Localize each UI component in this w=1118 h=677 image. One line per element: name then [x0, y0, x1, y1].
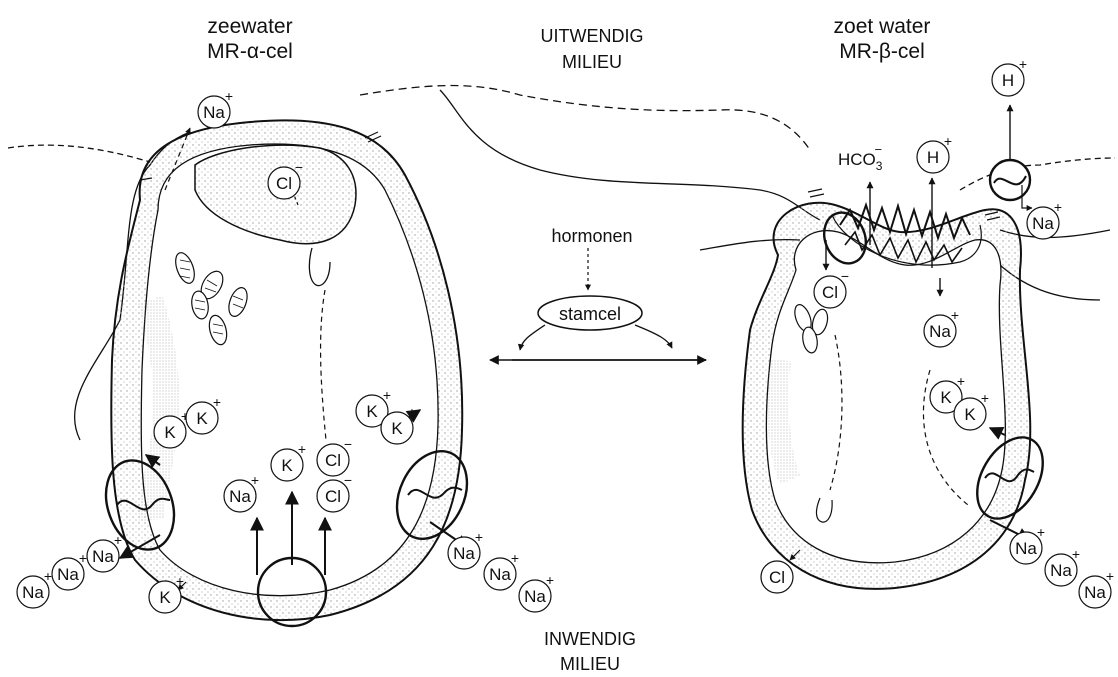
ion-symbol: K [366, 402, 378, 421]
ion-symbol: Na [203, 103, 225, 122]
ion-charge: + [408, 404, 416, 420]
right-title-line2: MR-β-cel [839, 40, 925, 63]
ion-symbol: H [927, 148, 939, 167]
ion-charge: + [1019, 56, 1027, 72]
ion-charge: + [475, 529, 483, 545]
ion-symbol: Na [1015, 539, 1037, 558]
ion-symbol: Cl [276, 174, 292, 193]
ion-symbol: Na [453, 544, 475, 563]
ion-charge: + [546, 572, 554, 588]
ion-symbol: H [1002, 71, 1014, 90]
ion-charge: + [1054, 199, 1062, 215]
hormones-label: hormonen [551, 226, 632, 246]
ion-symbol: K [281, 456, 293, 475]
h-ion-marker: H+ [992, 56, 1027, 96]
ion-symbol: Na [22, 583, 44, 602]
stem-cell-label: stamcel [559, 304, 621, 324]
ion-symbol: K [391, 419, 403, 438]
ion-charge: + [1072, 546, 1080, 562]
cl-ion-marker: Cl [761, 561, 793, 593]
na-ion-marker: Na+ [1079, 568, 1114, 608]
ion-symbol: K [196, 409, 208, 428]
ion-symbol: Na [1032, 214, 1054, 233]
ion-symbol: Na [1050, 561, 1072, 580]
bicarbonate-label: HCO3− [838, 142, 883, 173]
ion-symbol: K [159, 588, 171, 607]
na-ion-marker: Na+ [1045, 546, 1080, 586]
ion-symbol: K [164, 423, 176, 442]
ion-symbol: Na [489, 565, 511, 584]
ion-charge: + [383, 387, 391, 403]
ion-charge: + [951, 307, 959, 323]
ion-charge: + [1106, 568, 1114, 584]
ion-symbol: Na [929, 322, 951, 341]
ion-charge: − [344, 472, 352, 488]
ion-symbol: Na [1084, 583, 1106, 602]
left-title-line2: MR-α-cel [207, 40, 293, 63]
ion-charge: + [981, 390, 989, 406]
na-ion-marker: Na+ [519, 572, 554, 612]
ion-charge: − [295, 159, 303, 175]
inside-label-line1: INWENDIG [544, 629, 636, 649]
ion-charge: + [225, 88, 233, 104]
ion-charge: + [944, 133, 952, 149]
ion-charge: + [114, 532, 122, 548]
ion-charge: + [251, 472, 259, 488]
ion-charge: + [44, 568, 52, 584]
ion-charge: + [1037, 524, 1045, 540]
ion-symbol: Na [524, 587, 546, 606]
na-ion-marker: Na+ [484, 550, 519, 590]
ion-symbol: Na [57, 565, 79, 584]
na-ion-marker: Na+ [17, 568, 52, 608]
ion-charge: − [344, 436, 352, 452]
ion-symbol: K [964, 405, 976, 424]
ion-symbol: Cl [769, 568, 785, 587]
ion-symbol: Cl [325, 451, 341, 470]
na-ion-marker: Na+ [1010, 524, 1045, 564]
right-title-line1: zoet water [834, 15, 931, 38]
na-ion-marker: Na+ [52, 550, 87, 590]
inside-label-line2: MILIEU [560, 654, 620, 674]
ion-symbol: Na [92, 547, 114, 566]
ion-charge: + [213, 394, 221, 410]
ion-symbol: K [940, 388, 952, 407]
outside-label-line2: MILIEU [562, 52, 622, 72]
na-ion-marker: Na+ [448, 529, 483, 569]
ion-symbol: Cl [822, 283, 838, 302]
na-ion-marker: Na+ [198, 88, 233, 128]
left-title-line1: zeewater [207, 15, 292, 38]
ion-charge: + [298, 441, 306, 457]
ion-charge: + [176, 573, 184, 589]
ion-charge: + [79, 550, 87, 566]
ion-symbol: Cl [325, 487, 341, 506]
na-ion-marker: Na+ [87, 532, 122, 572]
ion-charge: + [957, 373, 965, 389]
h-ion-marker: H+ [917, 133, 952, 173]
right-mr-beta-cell [743, 160, 1057, 589]
ion-charge: + [511, 550, 519, 566]
na-ion-marker: Na+ [1027, 199, 1062, 239]
ion-symbol: Na [229, 487, 251, 506]
ion-charge: − [841, 268, 849, 284]
outside-label-line1: UITWENDIG [541, 26, 644, 46]
